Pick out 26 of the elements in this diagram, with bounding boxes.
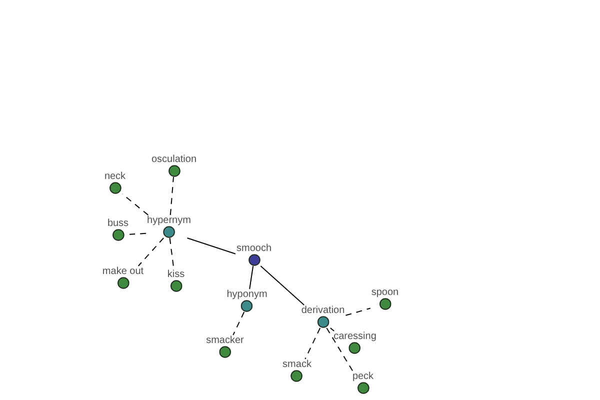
node-label: smacker (205, 335, 245, 346)
node-label: neck (103, 171, 127, 182)
dashed-connector (122, 194, 149, 216)
dashed-connector (345, 308, 371, 316)
dashed-connector (330, 328, 335, 332)
connector-line (186, 238, 236, 254)
dashed-connector (129, 232, 147, 235)
node-label: peck (351, 371, 375, 382)
dashed-connector (138, 238, 164, 266)
dashed-connector (232, 312, 245, 336)
node-label: smack (282, 359, 312, 370)
connector-line (249, 266, 254, 290)
dashed-connector (326, 328, 354, 372)
node-label: osculation (150, 154, 198, 165)
node-label: kiss (166, 269, 186, 280)
node-label: smooch (236, 243, 272, 254)
connector-line (260, 266, 305, 306)
node-label: make out (101, 266, 145, 277)
dashed-connector (304, 328, 321, 360)
node-label: hypernym (146, 215, 192, 226)
node-label: caressing (332, 331, 378, 342)
dashed-connector (170, 176, 174, 216)
node-label: hyponym (226, 289, 268, 300)
node-label: spoon (370, 287, 400, 298)
node-label: derivation (300, 305, 346, 316)
node-label: buss (106, 218, 130, 229)
